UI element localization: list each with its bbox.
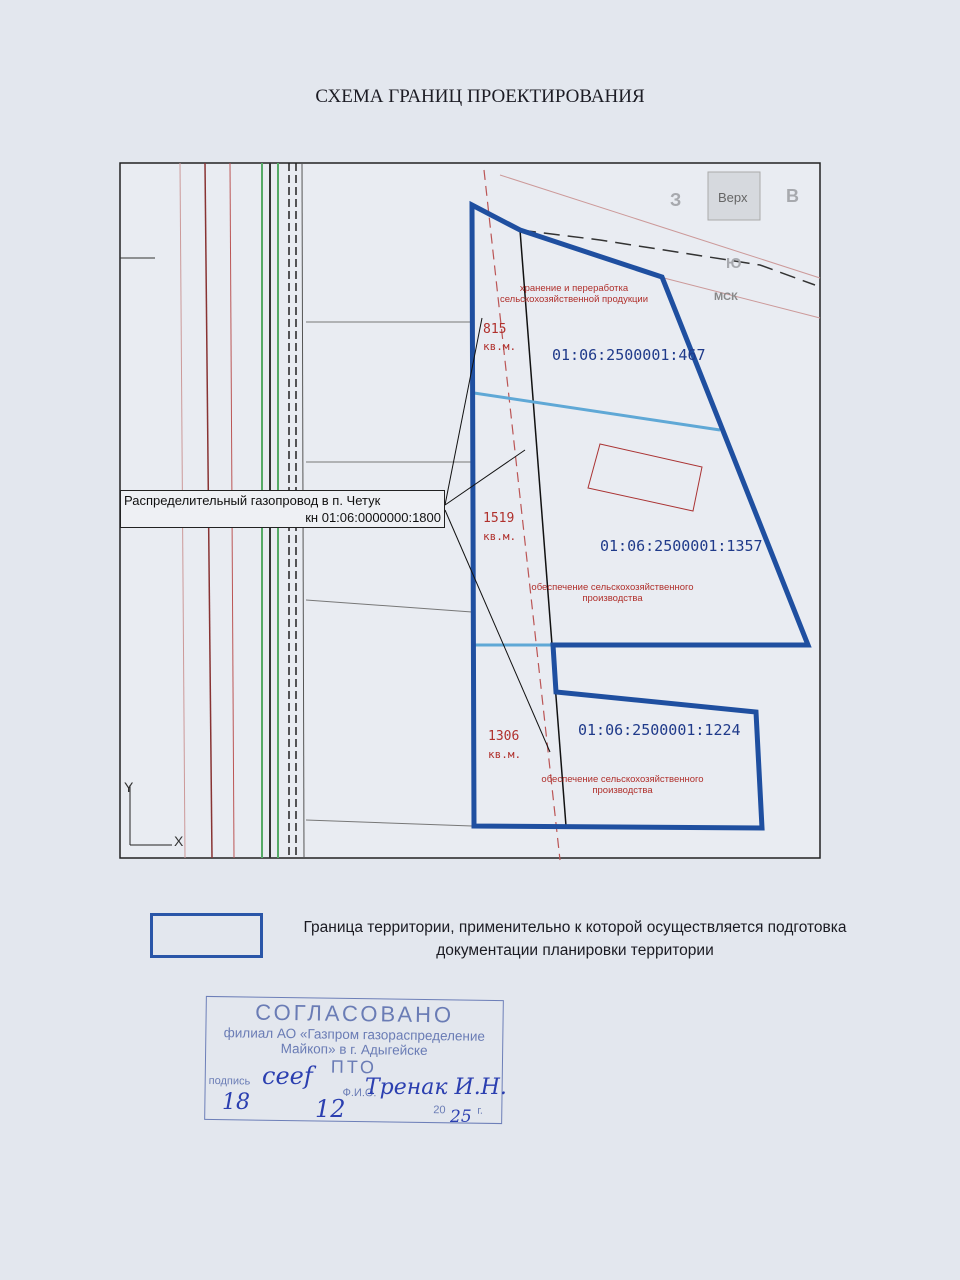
stamp-title: СОГЛАСОВАНО — [255, 999, 455, 1028]
compass-south: Ю — [726, 255, 741, 272]
parcel-3-area: 1306 — [488, 729, 519, 744]
handwritten-year: 25 — [450, 1107, 472, 1127]
callout-arrows — [444, 317, 551, 753]
stamp-year-prefix: 20 — [433, 1104, 446, 1117]
legend-boundary-swatch — [150, 913, 263, 958]
view-cube — [707, 171, 761, 221]
stamp-year-end: г. — [477, 1104, 484, 1117]
parcel-3-unit: кв.м. — [488, 748, 521, 761]
stamp-signature-label: подпись — [208, 1074, 251, 1088]
view-top-button[interactable]: Верх — [718, 190, 748, 205]
parcel-2-use: обеспечение сельскохозяйственного произв… — [531, 582, 694, 604]
parcel-line — [473, 391, 721, 432]
building-outline — [587, 443, 703, 512]
compass-east: В — [786, 186, 799, 206]
axis-y-label: Y — [124, 779, 134, 795]
legend-text: Граница территории, применительно к кото… — [303, 919, 847, 959]
parcel-1-use: хранение и переработка сельскохозяйствен… — [499, 283, 649, 305]
handwritten-signature: ceef — [262, 1062, 313, 1090]
parcel-divider — [519, 229, 567, 827]
parcel-1-unit: кв.м. — [483, 340, 516, 353]
parcel-1-area: 815 — [483, 322, 506, 337]
parcel-3-use: обеспечение сельскохозяйственного произв… — [541, 774, 704, 796]
callout-line1: Распределительный газопровод в п. Четук — [124, 493, 381, 508]
territory-boundary — [469, 200, 812, 831]
handwritten-month: 12 — [315, 1095, 346, 1123]
gas-pipeline-callout: Распределительный газопровод в п. Четук … — [120, 490, 445, 528]
axis-x-label: X — [174, 833, 184, 849]
parcel-3-cadastral: 01:06:2500001:1224 — [578, 721, 741, 739]
gas-line-top — [519, 229, 816, 286]
page-title: СХЕМА ГРАНИЦ ПРОЕКТИРОВАНИЯ — [315, 86, 645, 107]
handwritten-day: 18 — [222, 1090, 250, 1115]
parcel-2-area: 1519 — [483, 511, 514, 526]
parcel-2-cadastral: 01:06:2500001:1357 — [600, 537, 763, 555]
callout-line2: кн 01:06:0000000:1800 — [305, 510, 441, 525]
handwritten-name: Тренак И.Н. — [365, 1075, 507, 1100]
compass-west: З — [670, 190, 681, 210]
parcel-2-unit: кв.м. — [483, 530, 516, 543]
parcel-1-cadastral: 01:06:2500001:467 — [552, 346, 706, 364]
crs-label: МСК — [714, 291, 738, 303]
